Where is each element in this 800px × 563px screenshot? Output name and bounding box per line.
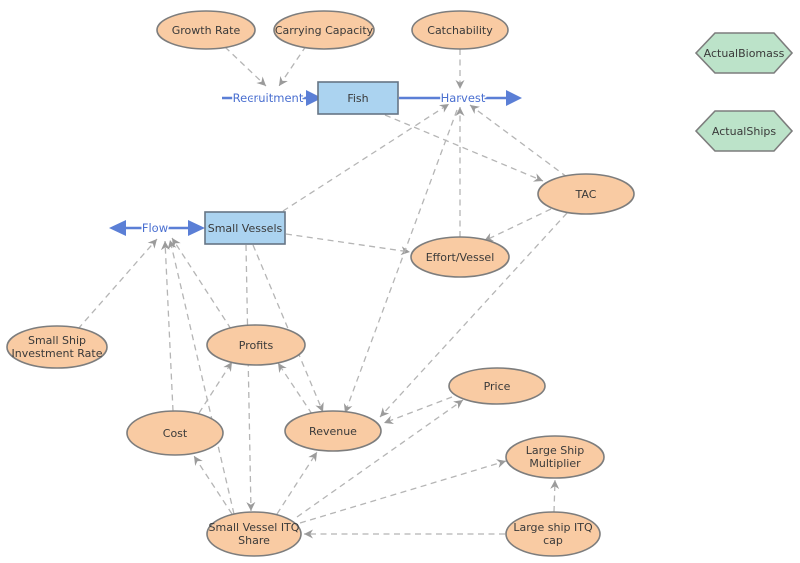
edge-small-vessels-to-harvest <box>282 103 450 212</box>
edge-carrying-capacity-to-recruitment <box>278 45 307 87</box>
large-ship-multiplier-shape[interactable] <box>505 435 605 479</box>
edge-investment-rate-to-flow <box>77 238 158 330</box>
node-tac[interactable]: TAC <box>537 173 635 215</box>
small-vessel-flow-label[interactable]: Flow <box>140 220 169 237</box>
small-vessel-itq-share-shape[interactable] <box>206 511 302 557</box>
edge-tac-to-harvest <box>469 104 568 178</box>
edge-tac-to-revenue <box>379 212 568 418</box>
flow-small-vessel[interactable]: Flow <box>109 220 205 237</box>
catchability-shape[interactable] <box>411 10 509 50</box>
edge-profits-to-flow <box>171 237 232 330</box>
profits-shape[interactable] <box>206 324 306 366</box>
edge-small-vessels-to-revenue <box>252 244 324 413</box>
harvest-flow-label[interactable]: Harvest <box>439 90 487 107</box>
small-vessels-stock-shape[interactable] <box>204 211 286 245</box>
node-small-ship-investment-rate[interactable]: Small Ship Investment Rate <box>6 325 108 369</box>
fish-stock-shape[interactable] <box>317 81 399 115</box>
growth-rate-label: Growth Rate <box>172 24 241 37</box>
small-ship-investment-rate-label-line1: Small Ship <box>28 334 86 347</box>
actual-ships-shape[interactable] <box>694 110 794 152</box>
node-actual-ships[interactable]: ActualShips <box>694 110 794 152</box>
edge-tac-to-effort-vessel <box>483 208 552 242</box>
recruitment-flow-label[interactable]: Recruitment <box>231 90 305 107</box>
dependency-links <box>77 45 568 539</box>
tac-shape[interactable] <box>537 173 635 215</box>
large-ship-itq-cap-label-line2: cap <box>543 534 563 547</box>
small-vessel-itq-share-label-line1: Small Vessel ITQ <box>209 521 300 534</box>
edge-itq-share-to-flow <box>167 239 235 515</box>
small-vessels-label: Small Vessels <box>208 222 283 235</box>
edge-price-to-revenue <box>383 396 453 424</box>
fish-label: Fish <box>347 92 368 105</box>
node-carrying-capacity[interactable]: Carrying Capacity <box>273 10 375 50</box>
edge-cost-to-flow <box>160 240 174 412</box>
node-large-ship-itq-cap[interactable]: Large ship ITQ cap <box>505 511 601 557</box>
edge-itq-share-to-price <box>296 399 464 518</box>
large-ship-itq-cap-shape[interactable] <box>505 511 601 557</box>
node-small-vessel-itq-share[interactable]: Small Vessel ITQ Share <box>206 511 302 557</box>
edge-itq-share-to-revenue <box>276 451 318 515</box>
edge-small-vessels-to-itq-share <box>245 244 256 512</box>
edge-itq-cap-to-multiplier <box>550 479 560 513</box>
small-vessel-flow-right-arrowhead-icon <box>188 220 205 236</box>
effort-vessel-label: Effort/Vessel <box>426 251 495 264</box>
flow-harvest[interactable]: Harvest <box>399 90 522 107</box>
actual-ships-label: ActualShips <box>712 125 776 138</box>
node-large-ship-multiplier[interactable]: Large Ship Multiplier <box>505 435 605 479</box>
node-cost[interactable]: Cost <box>126 410 224 456</box>
edge-revenue-to-profits <box>277 362 313 415</box>
harvest-arrowhead-icon <box>506 90 522 106</box>
edge-itq-share-to-multiplier <box>299 459 507 524</box>
small-vessel-itq-share-label-line2: Share <box>238 534 270 547</box>
node-growth-rate[interactable]: Growth Rate <box>156 10 256 50</box>
edge-growth-rate-to-recruitment <box>224 46 267 87</box>
price-shape[interactable] <box>448 367 546 405</box>
edge-fish-to-tac <box>384 114 544 182</box>
profits-label: Profits <box>239 339 274 352</box>
large-ship-multiplier-label-line1: Large Ship <box>526 444 584 457</box>
node-revenue[interactable]: Revenue <box>284 410 382 452</box>
effort-vessel-shape[interactable] <box>410 236 510 278</box>
edge-small-vessels-to-effort-vessel <box>285 233 411 256</box>
node-actual-biomass[interactable]: ActualBiomass <box>694 32 794 74</box>
small-ship-investment-rate-label-line2: Investment Rate <box>11 347 102 360</box>
node-profits[interactable]: Profits <box>206 324 306 366</box>
small-vessel-flow-left-arrowhead-icon <box>109 220 126 236</box>
edge-itq-share-to-cost <box>193 455 233 515</box>
tac-label: TAC <box>575 188 597 201</box>
cost-label: Cost <box>163 427 188 440</box>
actual-biomass-label: ActualBiomass <box>704 47 785 60</box>
node-catchability[interactable]: Catchability <box>411 10 509 50</box>
revenue-shape[interactable] <box>284 410 382 452</box>
large-ship-itq-cap-label-line1: Large ship ITQ <box>513 521 593 534</box>
node-small-vessels[interactable]: Small Vessels <box>204 211 286 245</box>
flow-recruitment[interactable]: Recruitment <box>222 90 322 107</box>
cost-shape[interactable] <box>126 410 224 456</box>
node-price[interactable]: Price <box>448 367 546 405</box>
carrying-capacity-shape[interactable] <box>273 10 375 50</box>
node-effort-vessel[interactable]: Effort/Vessel <box>410 236 510 278</box>
carrying-capacity-label: Carrying Capacity <box>275 24 374 37</box>
growth-rate-shape[interactable] <box>156 10 256 50</box>
node-fish[interactable]: Fish <box>317 81 399 115</box>
catchability-label: Catchability <box>427 24 493 37</box>
recruitment-arrowhead-icon <box>306 90 322 106</box>
price-label: Price <box>484 380 511 393</box>
actual-biomass-shape[interactable] <box>694 32 794 74</box>
edge-harvest-to-revenue <box>343 109 458 414</box>
small-ship-investment-rate-shape[interactable] <box>6 325 108 369</box>
revenue-label: Revenue <box>309 425 357 438</box>
large-ship-multiplier-label-line2: Multiplier <box>529 457 581 470</box>
